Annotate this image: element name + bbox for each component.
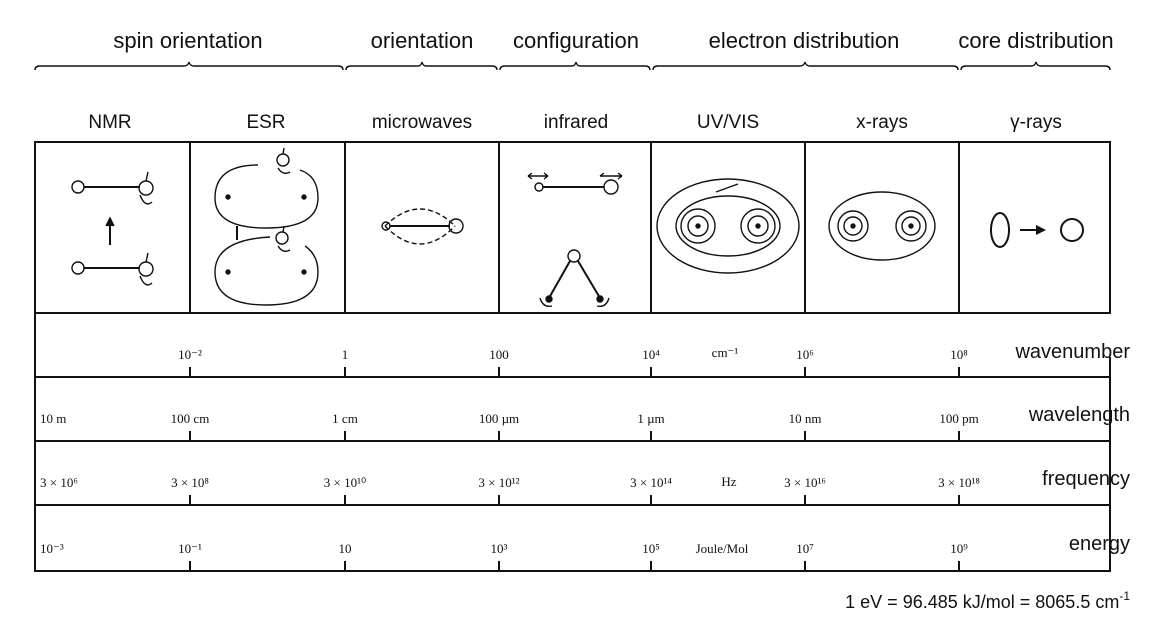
tick-label: 1 µm [637, 411, 664, 426]
tick-label: 3 × 10¹⁸ [938, 475, 980, 490]
region-x-rays: x-rays [856, 112, 908, 133]
tick-label: 3 × 10¹⁰ [324, 475, 366, 490]
unit-energy: Joule/Mol [696, 541, 749, 556]
scale-label-frequency: frequency [1042, 468, 1130, 490]
tick-label: 10⁸ [950, 347, 968, 362]
x-rays-core-electron-illustration [828, 191, 936, 261]
brace-core-distribution [960, 61, 1111, 71]
tick-label: 3 × 10⁸ [171, 475, 209, 490]
category-configuration: configuration [513, 28, 639, 53]
tick-label: 3 × 10⁶ [40, 475, 78, 490]
brace-orientation [345, 61, 498, 71]
tick-label: 100 [489, 347, 509, 362]
tick-label: 100 µm [479, 411, 519, 426]
scale-label-wavelength: wavelength [1028, 404, 1130, 426]
tick-label: 10⁹ [950, 541, 968, 556]
brace-configuration [499, 61, 651, 71]
uv-vis-electron-illustration [656, 178, 800, 274]
illustration-grid [34, 141, 1111, 314]
tick-label: 10 [339, 541, 352, 556]
tick-label: 3 × 10¹⁶ [784, 475, 826, 490]
tick-label: 100 pm [939, 411, 978, 426]
tick-label: 3 × 10¹⁴ [630, 475, 672, 490]
tick-label: 10³ [491, 541, 508, 556]
tick-label: 10⁴ [642, 347, 660, 362]
region-uv-vis: UV/VIS [697, 112, 759, 133]
unit-frequency: Hz [721, 474, 736, 489]
tick-label: 10⁻² [178, 347, 202, 362]
tick-label: 1 [342, 347, 349, 362]
esr-spin-illustration [214, 147, 319, 306]
tick-label: 100 cm [171, 411, 210, 426]
gamma-rays-nucleus-illustration [990, 212, 1084, 248]
conversion-formula: 1 eV = 96.485 kJ/mol = 8065.5 cm-1 [845, 589, 1130, 612]
category-electron-distribution: electron distribution [709, 28, 900, 53]
scale-label-wavenumber: wavenumber [1014, 341, 1130, 363]
tick-label: 10⁻¹ [178, 541, 202, 556]
microwaves-rotation-illustration [381, 208, 464, 245]
tick-label: 10⁻³ [40, 541, 64, 556]
brace-electron-distribution [652, 61, 959, 71]
tick-label: 10 m [40, 411, 66, 426]
region-nmr: NMR [88, 112, 131, 133]
tick-label: 10⁷ [796, 541, 814, 556]
region-microwaves: microwaves [372, 112, 472, 133]
region-infrared: infrared [544, 112, 608, 133]
tick-label: 10⁶ [796, 347, 814, 362]
category-core-distribution: core distribution [958, 28, 1113, 53]
category-orientation: orientation [371, 28, 474, 53]
infrared-vibration-illustration [527, 172, 623, 308]
nmr-spin-illustration [71, 171, 154, 286]
tick-label: 3 × 10¹² [478, 475, 519, 490]
category-spin-orientation: spin orientation [113, 28, 262, 53]
scale-label-energy: energy [1069, 533, 1130, 555]
tick-label: 1 cm [332, 411, 358, 426]
brace-spin-orientation [34, 61, 344, 71]
region-esr: ESR [246, 112, 285, 133]
tick-label: 10 nm [789, 411, 822, 426]
unit-wavenumber: cm⁻¹ [712, 345, 739, 360]
tick-label: 10⁵ [642, 541, 660, 556]
category-braces [34, 61, 1111, 71]
region-gamma-rays: γ-rays [1010, 112, 1062, 133]
scale-axes: 10⁻² 1 100 10⁴ 10⁶ 10⁸ 10 m 100 cm 1 cm 100 µm 1 µ… [34, 313, 1111, 572]
